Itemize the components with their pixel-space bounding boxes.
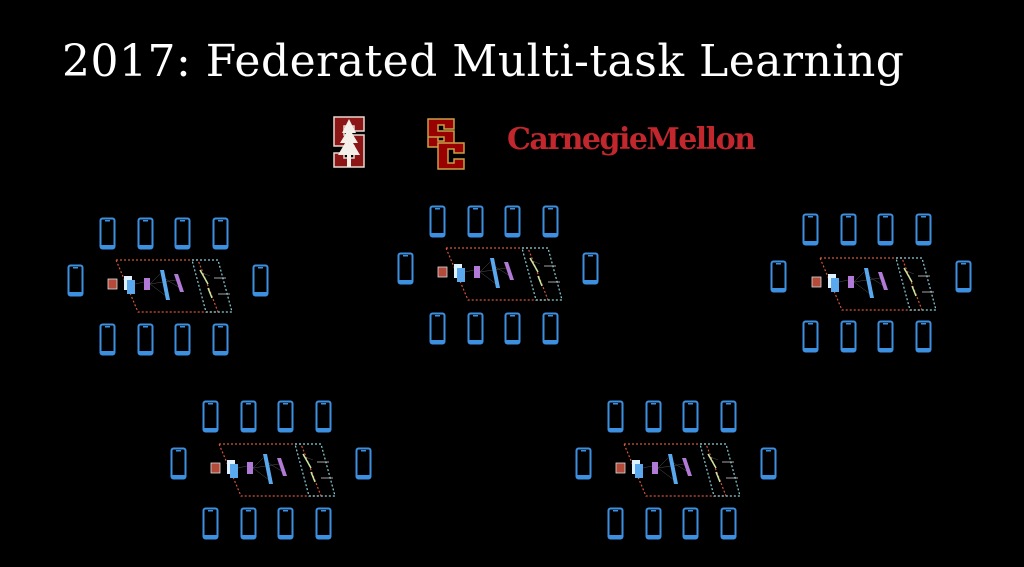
federated-cluster-diagram: [170, 400, 372, 540]
federated-cluster-diagram: [397, 205, 599, 345]
usc-logo-icon: [427, 118, 465, 170]
federated-cluster-diagram: [67, 217, 269, 356]
device-cluster: [570, 396, 790, 546]
device-cluster: [390, 200, 610, 350]
slide-title: 2017: Federated Multi-task Learning: [62, 36, 905, 87]
device-cluster: [165, 396, 385, 546]
federated-cluster-diagram: [770, 213, 972, 353]
federated-cluster-diagram: [575, 400, 777, 540]
stanford-logo-icon: [333, 116, 365, 168]
carnegie-mellon-logo: CarnegieMellon: [507, 122, 756, 157]
device-cluster: [60, 208, 280, 358]
device-cluster: [760, 206, 980, 356]
